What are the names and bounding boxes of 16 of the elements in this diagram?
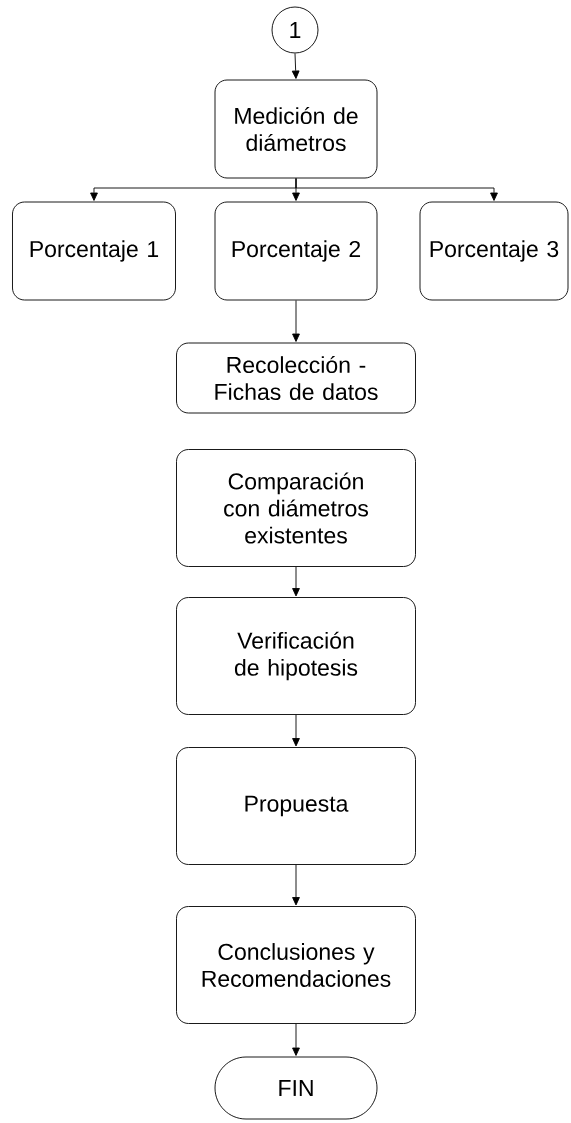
arrow <box>291 53 300 79</box>
process-box: Conclusiones y Recomendaciones <box>176 906 416 1024</box>
arrow <box>292 300 300 342</box>
process-box: Porcentaje 3 <box>419 201 569 301</box>
arrow <box>295 178 498 201</box>
process-box: Recolección - Fichas de datos <box>176 342 416 414</box>
arrow <box>292 714 300 747</box>
process-box: Comparación con diámetros existentes <box>176 449 416 567</box>
arrow <box>292 566 300 597</box>
process-box: Verificación de hipotesis <box>176 597 416 715</box>
process-box: Porcentaje 1 <box>12 201 176 301</box>
process-box: Porcentaje 2 <box>214 201 378 301</box>
arrow <box>292 864 300 906</box>
process-box: Propuesta <box>176 747 416 865</box>
process-box: Medición de diámetros <box>214 79 378 179</box>
arrow <box>292 1023 300 1056</box>
